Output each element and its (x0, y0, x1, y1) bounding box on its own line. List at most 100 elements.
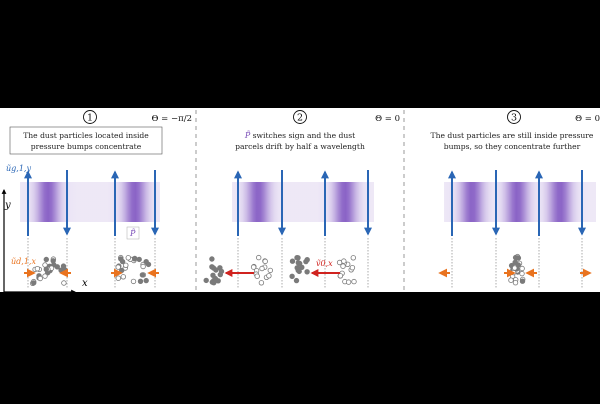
phase-label: Θ = 0 (575, 114, 600, 124)
caption-line-1: The dust particles are still inside pres… (431, 131, 594, 140)
dust-particle (139, 272, 146, 278)
dust-cluster-outline (336, 255, 357, 285)
dust-particle (120, 274, 126, 280)
step-number-circle (507, 110, 521, 124)
panel-3: 3 Θ = 0 The dust particles are still ins… (431, 110, 600, 288)
dust-particle (250, 264, 257, 270)
panel-1: 1 Θ = −π/2 The dust particles located in… (1, 110, 192, 295)
dust-particle (125, 255, 131, 261)
dust-particle (266, 273, 272, 279)
dust-particle (118, 256, 124, 262)
dust-particle (337, 273, 344, 279)
dust-particle (61, 280, 67, 286)
dust-particle (43, 266, 49, 272)
caption-text: switches sign and the dust (253, 131, 356, 140)
dust-particle (512, 259, 518, 266)
step-number: 1 (87, 113, 93, 124)
dust-particle (289, 273, 295, 279)
pressure-band (444, 182, 596, 222)
dust-cluster-filled (203, 256, 225, 286)
dust-particle (256, 254, 262, 261)
dust-particle (295, 260, 301, 266)
dust-particle (512, 265, 518, 271)
caption-line-1: The dust particles located inside (23, 131, 149, 140)
dust-particle (54, 264, 60, 270)
dust-particle (296, 268, 302, 275)
dust-particle (262, 258, 268, 265)
dust-particle (519, 265, 525, 272)
dust-particle (349, 265, 356, 271)
dust-particle (295, 255, 301, 261)
step-number-circle (83, 110, 97, 124)
dust-particle (42, 273, 48, 279)
gas-velocity-label: ũg,1,y (6, 164, 31, 173)
dust-particle (34, 266, 41, 272)
dust-particle (258, 280, 265, 286)
caption-line-2: bumps, so they concentrate further (444, 142, 581, 151)
drift-velocity-label: ṽ0,x (316, 259, 333, 268)
caption-line-1: P̃ switches sign and the dust (244, 131, 355, 140)
pressure-band (232, 182, 374, 222)
dust-cluster (30, 256, 68, 286)
dust-particle (143, 259, 149, 265)
dust-particle (267, 267, 273, 274)
x-axis-label: x (82, 278, 88, 289)
phase-label: Θ = 0 (375, 114, 400, 124)
dust-particle (130, 278, 137, 285)
dust-particle (140, 263, 146, 270)
dust-particle (213, 267, 219, 273)
dust-particle (218, 268, 225, 275)
dust-particle (341, 258, 347, 264)
dust-particle (508, 277, 514, 283)
dust-particle (137, 278, 144, 284)
dust-particle (43, 256, 49, 263)
dust-particle (289, 258, 296, 264)
y-axis-label: y (4, 200, 11, 211)
dust-velocity-label: ũd,1,x (11, 257, 36, 266)
dust-particle (340, 263, 346, 269)
caption-box (9, 126, 163, 155)
dust-particle (212, 275, 219, 282)
dust-particle (60, 263, 67, 269)
step-number: 3 (511, 113, 517, 124)
dust-particle (143, 277, 149, 284)
dust-particle (259, 265, 265, 272)
step-number: 2 (297, 113, 303, 124)
dust-particle (136, 256, 142, 263)
dust-particle (512, 280, 519, 286)
phase-label: Θ = −π/2 (152, 114, 192, 124)
dust-particle (203, 277, 209, 284)
dust-particle (50, 258, 56, 264)
dust-particle (304, 257, 310, 263)
guide-lines (451, 238, 583, 288)
dust-particle (209, 256, 215, 262)
dust-particle (115, 275, 121, 281)
dust-particle (123, 262, 129, 268)
dust-particle (351, 278, 357, 285)
pressure-label-box (126, 226, 140, 240)
dust-particle (254, 273, 260, 279)
guide-lines (27, 238, 156, 288)
dust-particle (37, 275, 43, 282)
dust-particle (515, 255, 522, 261)
dust-particle (31, 280, 37, 286)
caption-line-2: parcels drift by half a wavelength (235, 142, 365, 151)
dust-particle (304, 269, 310, 275)
dust-particle (42, 262, 48, 268)
pressure-band (20, 182, 160, 222)
step-number-circle (293, 110, 307, 124)
dust-particle (345, 279, 352, 285)
dust-particle (293, 277, 300, 284)
caption-line-2: pressure bumps concentrate (31, 142, 142, 151)
dust-cluster (115, 254, 152, 285)
pressure-label-inline: P̃ (244, 131, 251, 140)
dust-cluster-outline (250, 254, 273, 286)
dust-particle (519, 278, 526, 284)
dust-particle (350, 255, 356, 261)
dust-cluster-filled (289, 255, 310, 284)
guide-lines (237, 238, 369, 288)
panel-2: 2 Θ = 0 P̃ switches sign and the dust pa… (203, 110, 400, 288)
dust-particle (131, 256, 138, 262)
pressure-label: P̃ (129, 229, 136, 238)
